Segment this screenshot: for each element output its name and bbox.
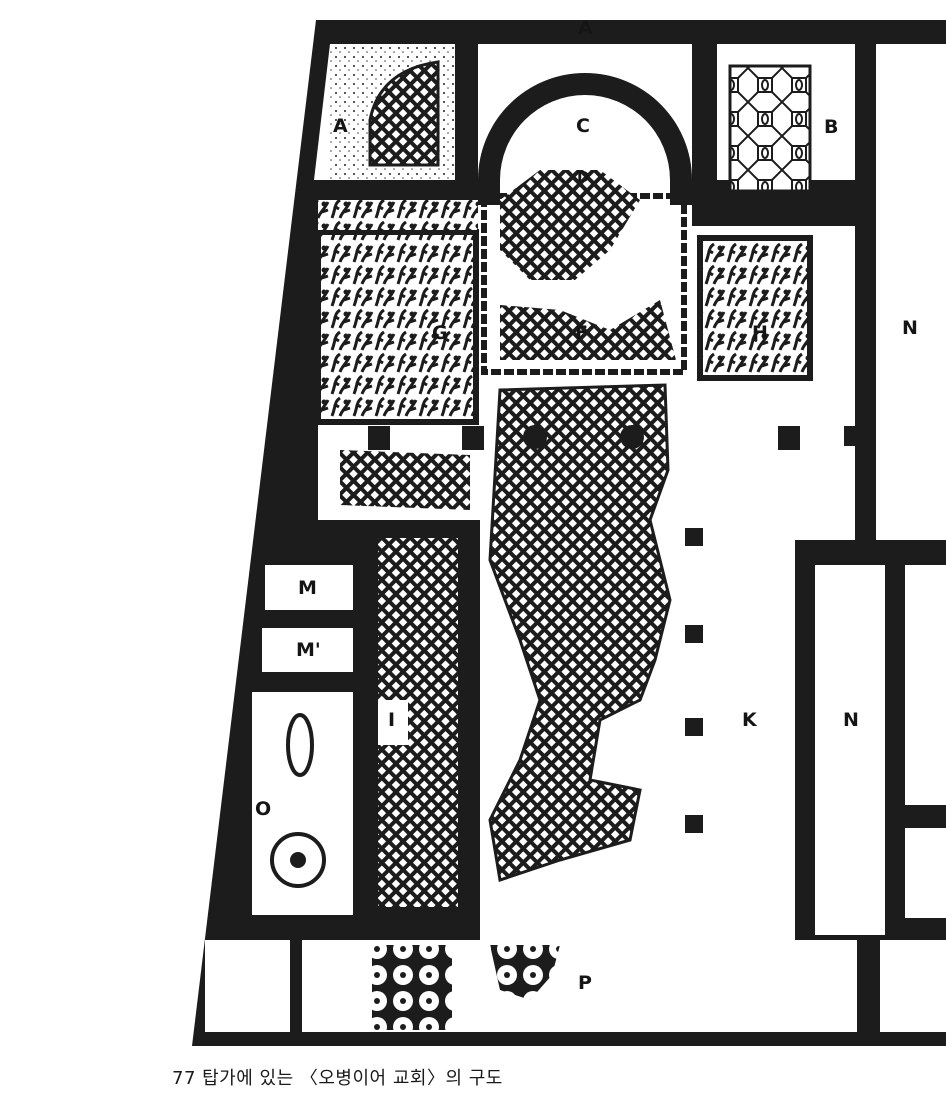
label-f: F: [575, 322, 588, 344]
label-h: H: [752, 322, 768, 344]
label-m-prime: M': [296, 639, 321, 661]
label-n-upper: N: [902, 317, 918, 339]
apse-wall: [478, 73, 692, 226]
mosaic-p-right: [490, 945, 560, 1000]
label-o: O: [255, 798, 271, 820]
mosaic-c: [500, 170, 640, 280]
mosaic-f: [500, 300, 676, 360]
label-c: C: [576, 115, 590, 137]
mosaic-g: [315, 229, 479, 425]
label-a-apse: A: [578, 17, 593, 39]
label-p: P: [578, 972, 592, 994]
mosaic-h: [697, 235, 813, 381]
label-m: M: [298, 577, 317, 599]
label-b: B: [824, 116, 838, 138]
pillars: [368, 426, 856, 833]
mosaic-nave: [488, 383, 672, 882]
room-n-lower: [815, 565, 885, 935]
church-floor-plan: A A C D B G F H N M M' I K N O P: [192, 17, 946, 1046]
label-n-lower: N: [843, 709, 859, 731]
label-g: G: [432, 322, 448, 344]
label-d: D: [577, 168, 589, 186]
label-k: K: [742, 709, 758, 731]
room-m: [265, 565, 353, 610]
mosaic-p-left: [372, 945, 452, 1030]
mosaic-i: [372, 532, 464, 913]
label-a-left: A: [333, 115, 348, 137]
label-i: I: [388, 709, 395, 731]
mosaic-b: [728, 64, 812, 193]
room-o: [252, 692, 353, 915]
room-m-prime: [262, 628, 353, 672]
mosaic-a: [368, 60, 440, 167]
figure-caption: 77 탑가에 있는 〈오병이어 교회〉의 구도: [172, 1068, 503, 1089]
